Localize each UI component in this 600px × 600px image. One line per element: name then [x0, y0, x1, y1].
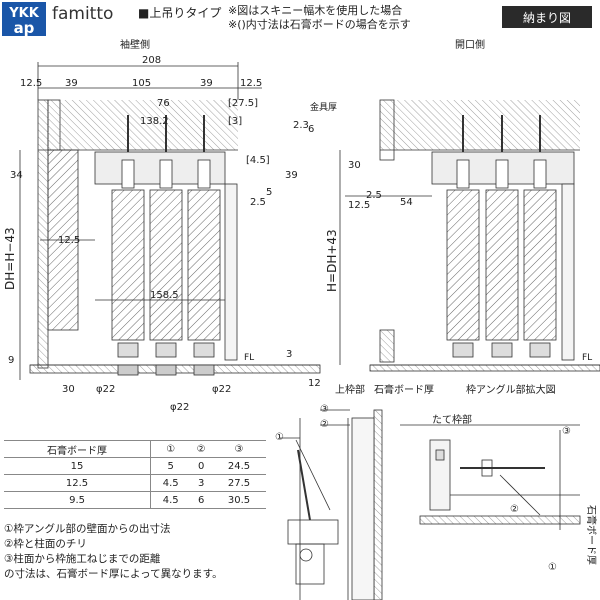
- dim-5: 5: [266, 187, 272, 198]
- callout-2-side: ②: [510, 504, 519, 515]
- gypsum-thickness-side: 石膏ボード厚: [585, 505, 598, 565]
- table-cell: 24.5: [212, 457, 266, 475]
- fl-left: FL: [244, 353, 254, 363]
- right-dim-labels: 開口側 H=DH+43 30 12.5 2.5 54 FL: [325, 38, 592, 363]
- table-cell: 30.5: [212, 491, 266, 509]
- table-cell: 4.5: [150, 474, 191, 492]
- footnote-4: の寸法は、石膏ボード厚によって異なります。: [4, 568, 223, 580]
- right-section-view: [339, 99, 600, 372]
- dim-phi22b: φ22: [170, 402, 189, 413]
- right-view-label: 開口側: [455, 38, 485, 51]
- dim-2-5b: 2.5: [366, 190, 382, 201]
- left-dim-labels: 袖壁側 208 12.5 39 105 39 12.5 76 [27.5] 13…: [3, 38, 337, 413]
- callout-3-side: ③: [562, 426, 571, 437]
- dim-12-5d: 12.5: [348, 200, 370, 211]
- vert-frame-label: たて枠部: [432, 413, 472, 426]
- vertical-frame-labels: たて枠部 石膏ボード厚 ③ ② ①: [432, 413, 598, 573]
- svg-text:ap: ap: [14, 19, 35, 36]
- left-section-view: [19, 62, 321, 380]
- dim-39b: 39: [200, 78, 213, 89]
- section-badge: 納まり図: [502, 6, 592, 28]
- dim-12: 12: [308, 378, 321, 389]
- dim-208: 208: [142, 55, 161, 66]
- brand-name: famitto: [52, 4, 114, 24]
- table-header: ②: [190, 440, 213, 458]
- dim-h: H=DH+43: [325, 229, 339, 292]
- dim-39c: 39: [285, 170, 298, 181]
- table-header-row: 石膏ボード厚 ① ② ③: [4, 440, 266, 458]
- dim-54: 54: [400, 197, 413, 208]
- note-skinny: ※図はスキニー幅木を使用した場合: [228, 4, 403, 17]
- footnote-2: ②枠と柱面のチリ: [4, 538, 87, 550]
- ykk-ap-logo: YKK ap: [2, 2, 46, 36]
- dim-phi22c: φ22: [212, 384, 231, 395]
- dim-3: [3]: [228, 116, 242, 127]
- frame-angle-detail-label: 枠アングル部拡大図: [466, 383, 556, 396]
- dim-30a: 30: [62, 384, 75, 395]
- top-frame-detail: [280, 409, 383, 600]
- table-cell: 0: [190, 457, 213, 475]
- dim-158-5: 158.5: [150, 290, 179, 301]
- dim-30b: 30: [348, 160, 361, 171]
- dim-76: 76: [157, 98, 170, 109]
- table-cell: 9.5: [4, 491, 152, 509]
- table-header: ①: [150, 440, 191, 458]
- table-cell: 4.5: [150, 491, 191, 509]
- dim-34: 34: [10, 170, 23, 181]
- table-cell: 6: [190, 491, 213, 509]
- fl-right: FL: [582, 353, 592, 363]
- gypsum-dimension-table: 石膏ボード厚 ① ② ③ 15 5 0 24.5 12.5 4.5 3 27.5…: [4, 440, 266, 509]
- dim-138-2: 138.2: [140, 116, 169, 127]
- table-cell: 5: [150, 457, 191, 475]
- table-row: 9.5 4.5 6 30.5: [4, 491, 266, 509]
- dim-39a: 39: [65, 78, 78, 89]
- table-header: 石膏ボード厚: [4, 440, 152, 458]
- table-cell: 3: [190, 474, 213, 492]
- top-frame-label: 上枠部: [335, 383, 365, 396]
- dim-12-5a: 12.5: [20, 78, 42, 89]
- table-cell: 15: [4, 457, 152, 475]
- table-header: ③: [212, 440, 266, 458]
- dim-27-5: [27.5]: [228, 98, 258, 109]
- kanagu-thickness: 金具厚: [310, 101, 337, 113]
- footnotes: ①枠アングル部の壁面からの出寸法 ②枠と柱面のチリ ③柱面から枠施工ねじまでの距…: [4, 522, 223, 582]
- callout-2-top: ②: [320, 419, 329, 430]
- header-notes: ※図はスキニー幅木を使用した場合 ※()内寸法は石膏ボードの場合を示す: [228, 4, 411, 32]
- table-row: 15 5 0 24.5: [4, 457, 266, 475]
- callout-1-top: ①: [275, 432, 284, 443]
- dim-4-5: [4.5]: [246, 155, 270, 166]
- svg-text:YKK: YKK: [8, 6, 39, 21]
- left-view-label: 袖壁側: [120, 38, 150, 51]
- top-frame-labels: 上枠部 石膏ボード厚 枠アングル部拡大図 ③ ② ①: [275, 383, 556, 443]
- dim-dh: DH=H−43: [3, 227, 17, 290]
- dim-2-5a: 2.5: [250, 197, 266, 208]
- table-cell: 27.5: [212, 474, 266, 492]
- note-gypsum: ※()内寸法は石膏ボードの場合を示す: [228, 18, 411, 31]
- dim-12-5b: 12.5: [240, 78, 262, 89]
- footnote-3: ③柱面から枠施工ねじまでの距離: [4, 553, 161, 565]
- dim-9: 9: [8, 355, 14, 366]
- table-cell: 12.5: [4, 474, 152, 492]
- dim-3b: 3: [286, 349, 292, 360]
- table-row: 12.5 4.5 3 27.5: [4, 474, 266, 492]
- footnote-1: ①枠アングル部の壁面からの出寸法: [4, 523, 171, 535]
- dim-12-5c: 12.5: [58, 235, 80, 246]
- mount-type: ■上吊りタイプ: [138, 6, 222, 20]
- dim-2-3: 2.3: [293, 120, 309, 131]
- callout-1-side: ①: [548, 562, 557, 573]
- gypsum-thickness-top: 石膏ボード厚: [374, 383, 434, 396]
- vertical-frame-detail: [400, 424, 581, 530]
- callout-3-top: ③: [320, 404, 329, 415]
- dim-phi22a: φ22: [96, 384, 115, 395]
- dim-6: 6: [308, 124, 314, 135]
- dim-105: 105: [132, 78, 151, 89]
